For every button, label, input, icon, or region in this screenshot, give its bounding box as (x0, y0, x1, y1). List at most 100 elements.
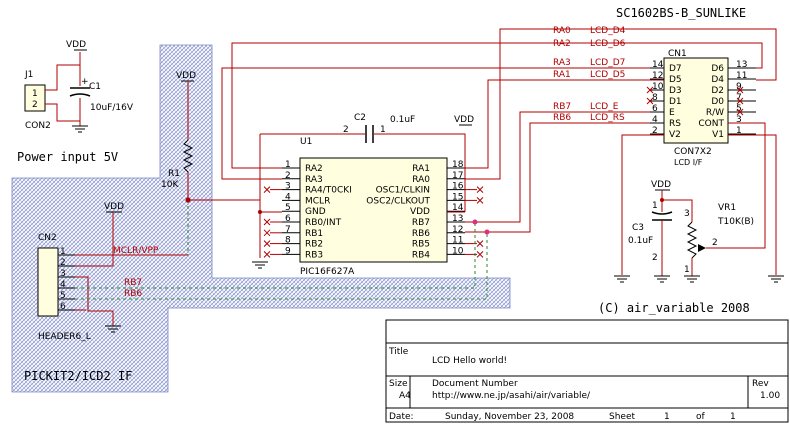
power-label: Power input 5V (17, 150, 118, 164)
u1-pin-num: 6 (285, 214, 291, 224)
j1-pin2: 2 (32, 100, 38, 110)
u1-part: PIC16F627A (300, 267, 355, 277)
u1-pin-name: RA4/T0CKI (305, 186, 352, 196)
tb-rev: 1.00 (760, 391, 780, 401)
c3-pin2: 2 (652, 253, 658, 263)
cn2-pin-num: 4 (60, 280, 66, 290)
c2-ref: C2 (354, 113, 366, 123)
cn1-pin-name: E (669, 108, 675, 118)
j1-connector: J1 1 2 CON2 (24, 70, 51, 131)
cn1-pin-name: V2 (669, 130, 681, 140)
j1-ref: J1 (24, 70, 33, 80)
cn1-pin-num: 3 (736, 115, 742, 125)
net-lcd-d4: LCD_D4 (590, 26, 626, 36)
u1-pin-num: 12 (452, 225, 463, 235)
vr1-pin3: 3 (684, 209, 690, 219)
vr1-pin1: 1 (684, 265, 690, 275)
cn1-pin-num: 8 (652, 93, 658, 103)
u1-pin-num: 14 (452, 203, 464, 213)
cn1-pin-name: R/W (706, 108, 724, 118)
cn1-pin-name: V1 (712, 130, 724, 140)
u1-pin-num: 10 (452, 246, 464, 256)
cn1-pin-num: 2 (652, 126, 658, 136)
net-lcd-e: LCD_E (590, 102, 619, 112)
u1-pin-name: MCLR (305, 196, 330, 206)
cn1-pin-name: D4 (711, 75, 724, 85)
cn1-pin-num: 1 (736, 126, 742, 136)
cn1-pin-name: CONT (698, 119, 724, 129)
net-lcd-rs: LCD_RS (590, 113, 625, 123)
u1-pin-num: 18 (452, 160, 464, 170)
u1-pin-num: 5 (285, 203, 291, 213)
c3-value: 0.1uF (628, 236, 653, 246)
r1-value: 10K (161, 180, 179, 190)
tb-sheet: 1 (664, 412, 670, 422)
u1-pin-num: 4 (285, 192, 291, 202)
u1-pin-name: RA0 (412, 175, 430, 185)
gnd-cn1-left (614, 275, 630, 283)
c1-capacitor: + C1 10uF/16V (69, 77, 134, 113)
c2-capacitor: C2 0.1uF 2 1 (260, 113, 466, 212)
vdd-r1: VDD (176, 71, 196, 81)
u1-pin-name: RB4 (412, 250, 430, 260)
u1-pin-name: RB6 (412, 229, 430, 239)
cn1-subtitle: LCD I/F (674, 158, 703, 167)
u1-pin-num: 15 (452, 192, 463, 202)
net-rb7: RB7 (553, 102, 571, 112)
u1-pin-num: 2 (285, 171, 291, 181)
c1-value: 10uF/16V (90, 103, 134, 113)
title-block (385, 319, 789, 423)
cn2-pin-num: 6 (60, 302, 66, 312)
u1-pin-name: RB5 (412, 240, 430, 250)
u1-pin-num: 8 (285, 236, 291, 246)
cn2-ref: CN2 (38, 233, 57, 243)
vdd-u1: VDD (454, 115, 474, 125)
gnd-cn2 (105, 325, 121, 333)
tb-rev-label: Rev (752, 379, 769, 389)
net-ra1: RA1 (553, 70, 571, 80)
net-lcd-d6: LCD_D6 (590, 39, 626, 49)
cn1-pin-num: 11 (736, 71, 747, 81)
tb-date-label: Date: (389, 412, 414, 422)
sig-rb7: RB7 (124, 278, 142, 288)
cn1-pin-name: D1 (669, 97, 682, 107)
u1-pin-name: RB2 (305, 240, 323, 250)
cn1-pin-num: 4 (652, 115, 658, 125)
lcd-bus (221, 28, 777, 233)
u1-pin-num: 16 (452, 182, 464, 192)
gnd-u1 (252, 261, 268, 269)
c3-ref: C3 (632, 223, 644, 233)
c2-value: 0.1uF (390, 115, 415, 125)
tb-size: A4 (399, 391, 411, 401)
u1-ref: U1 (300, 137, 312, 147)
tb-title: LCD Hello world! (432, 356, 507, 366)
copyright-text: (C) air_variable 2008 (598, 301, 750, 315)
c3-capacitor: C3 0.1uF 1 2 (628, 201, 673, 276)
cn1-pin-name: D6 (711, 64, 724, 74)
u1-pin-num: 13 (452, 214, 463, 224)
u1-pin-name: RA2 (305, 164, 323, 174)
vr1-pin2: 2 (712, 238, 718, 248)
vr1-value: T10K(B) (717, 217, 754, 227)
sig-rb6: RB6 (124, 289, 142, 299)
u1-pin-name: OSC2/CLKOUT (366, 196, 430, 206)
cn1-pin-num: 13 (736, 60, 747, 70)
cn1-pin-name: D2 (711, 86, 724, 96)
cn2-header: CN2 HEADER6_L (37, 233, 91, 342)
net-rb6: RB6 (553, 113, 571, 123)
gnd-cn1-right (768, 275, 784, 283)
cn1-pin-num: 6 (652, 104, 658, 114)
tb-docnum: http://www.ne.jp/asahi/air/variable/ (432, 391, 591, 401)
tb-size-label: Size (389, 379, 408, 389)
c2-pin1: 1 (380, 125, 386, 135)
cn1-name: CON7X2 (674, 147, 712, 157)
u1-pin-num: 7 (285, 225, 291, 235)
net-lcd-d5: LCD_D5 (590, 70, 625, 80)
